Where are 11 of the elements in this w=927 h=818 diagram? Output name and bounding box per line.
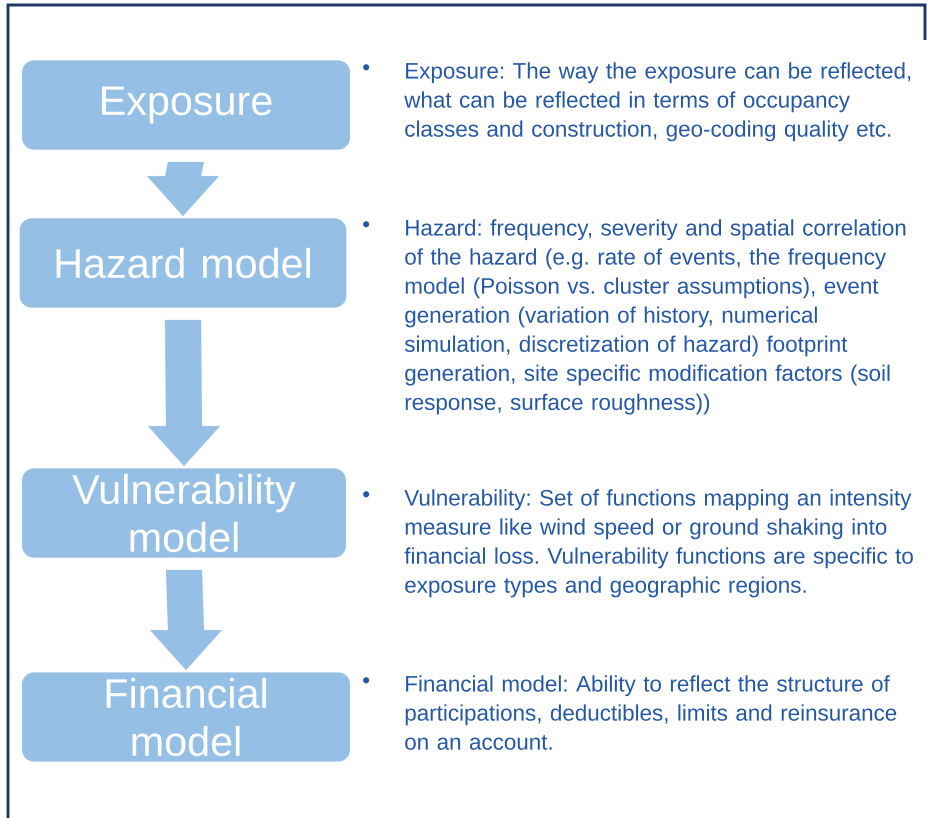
arrow [150,570,222,670]
description-text: Financial model: Ability to reflect the structure of participations, deductibles, limits and reinsurance on an account. [405,675,896,750]
process-box: Exposure [22,60,350,150]
arrow [148,320,220,466]
process-box: Financial model [22,672,350,762]
description-text: Exposure: The way the exposure can be reflected, what can be reflected in terms of occupancy classes and construction, geo-coding quality etc. [404,62,910,142]
process-box: Vulnerability model [22,468,346,558]
description-text: Vulnerability: Set of functions mapping an intensity measure like wind speed or ground shaking into financial loss. Vulnerability functions are specific to exposure types and geographic regions. [404,489,913,598]
process-box: Hazard model [20,218,346,308]
description-text: Hazard: frequency, severity and spatial correlation of the hazard (e.g. rate of events, the frequency model (Poisson vs. cluster assumptions), event generation (variation of history, numerical simulation, discretization of hazard) footprint generation, site specific modification factors (soil response, surface roughness)) [404,219,906,415]
arrow [146,162,220,216]
